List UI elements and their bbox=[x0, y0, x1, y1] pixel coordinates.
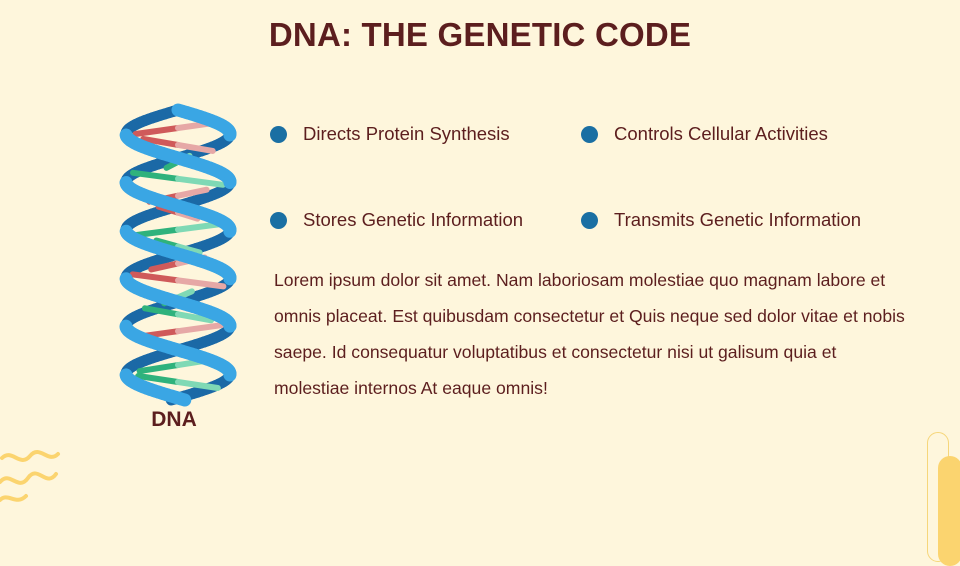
decorative-capsule bbox=[938, 456, 960, 566]
bullet-item: Stores Genetic Information bbox=[270, 206, 523, 234]
bullet-dot bbox=[270, 212, 287, 229]
slide-title: DNA: THE GENETIC CODE bbox=[0, 16, 960, 54]
dna-label: DNA bbox=[118, 408, 230, 432]
bullet-text: Controls Cellular Activities bbox=[614, 123, 828, 145]
dna-helix-icon bbox=[108, 100, 248, 412]
bullet-item: Transmits Genetic Information bbox=[581, 206, 861, 234]
helix-rung bbox=[136, 128, 178, 134]
bullet-dot bbox=[581, 212, 598, 229]
bullet-text: Directs Protein Synthesis bbox=[303, 123, 510, 145]
bullet-item: Controls Cellular Activities bbox=[581, 120, 828, 148]
bullet-dot bbox=[270, 126, 287, 143]
bullet-dot bbox=[581, 126, 598, 143]
bullet-text: Transmits Genetic Information bbox=[614, 209, 861, 231]
helix-rung bbox=[178, 280, 223, 286]
helix-rung bbox=[178, 325, 221, 331]
helix-rung bbox=[178, 179, 223, 185]
helix-rung bbox=[133, 173, 178, 179]
body-paragraph: Lorem ipsum dolor sit amet. Nam laborios… bbox=[274, 262, 914, 406]
squiggle-decoration-icon bbox=[0, 444, 70, 508]
bullet-item: Directs Protein Synthesis bbox=[270, 120, 510, 148]
bullet-text: Stores Genetic Information bbox=[303, 209, 523, 231]
helix-rung bbox=[133, 274, 178, 280]
